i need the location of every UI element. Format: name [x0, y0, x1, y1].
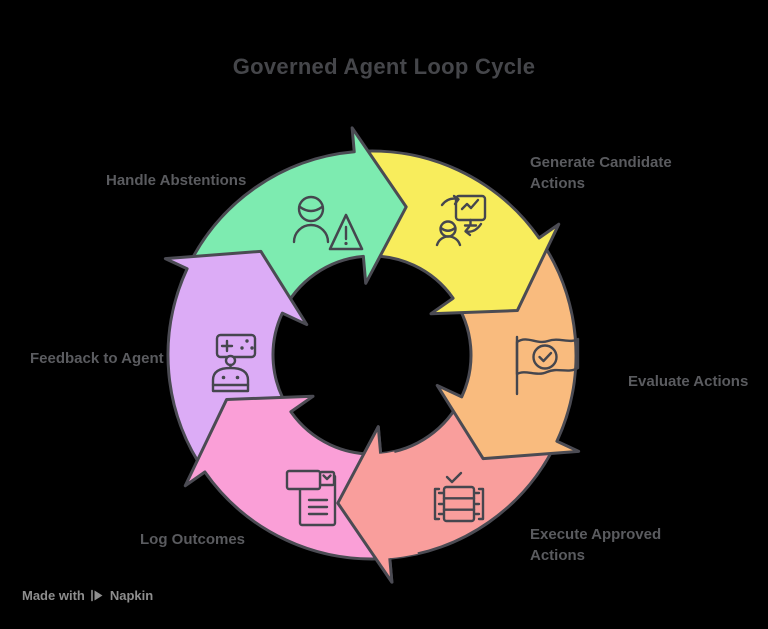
cycle-icons — [211, 194, 580, 527]
person-sync-chart-icon — [435, 194, 487, 247]
watermark: Made with Napkin — [22, 588, 153, 603]
label-feedback-to-agent: Feedback to Agent — [30, 350, 164, 367]
label-evaluate-actions: Evaluate Actions — [628, 373, 749, 390]
cycle-segments — [163, 126, 581, 584]
robot-controller-icon — [211, 333, 257, 393]
document-check-icon — [285, 469, 337, 527]
label-generate-candidate-actions: Generate Candidate Actions — [530, 154, 672, 192]
person-warning-icon — [292, 195, 364, 251]
napkin-logo-icon — [91, 589, 103, 602]
label-execute-approved-actions: Execute Approved Actions — [530, 526, 662, 564]
segment-head-overlay-outline — [336, 425, 394, 584]
label-log-outcomes: Log Outcomes — [140, 531, 246, 548]
table-check-icon — [433, 471, 485, 523]
watermark-brand: Napkin — [109, 588, 154, 603]
page-title: Governed Agent Loop Cycle — [232, 54, 536, 79]
flag-check-icon — [515, 335, 580, 396]
watermark-prefix: Made with — [22, 588, 85, 603]
segment-generate-candidate-actions — [352, 149, 561, 316]
label-handle-abstentions: Handle Abstentions — [106, 172, 247, 189]
